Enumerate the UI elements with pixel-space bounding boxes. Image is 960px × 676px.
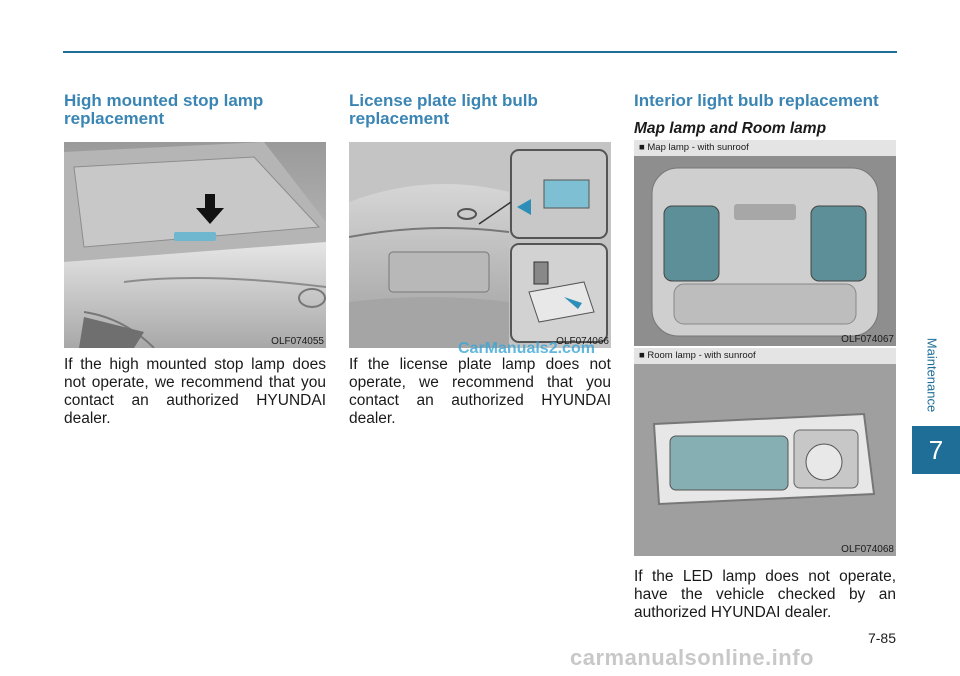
page-number: 7-85 [867,630,896,646]
watermark-footer: carmanualsonline.info [570,645,814,670]
watermark-center: CarManuals2.com [458,340,595,357]
top-rule [63,51,897,53]
figure-code: OLF074055 [271,336,324,347]
figure-license-plate-light: OLF074066 [349,142,611,348]
figure-high-mounted-stop-lamp: OLF074055 [64,142,326,348]
section-title: Interior light bulb replacement [634,91,879,110]
figure-code: OLF074068 [841,544,894,555]
figure-room-lamp: OLF074068 [634,364,896,556]
section-title: High mounted stop lamp replacement [64,91,264,128]
chapter-side-label: Maintenance [924,337,940,413]
figure-map-lamp: OLF074067 [634,156,896,346]
car-rear-license-lamp-illustration [349,142,611,348]
section-title: License plate light bulb replacement [349,91,538,128]
figure-caption: ■ Map lamp - with sunroof [634,140,896,156]
section-license-plate-light: License plate light bulb replacement OLF… [349,91,611,427]
figure-code: OLF074067 [841,334,894,345]
section-interior-light: Interior light bulb replacement Map lamp… [634,91,896,621]
chapter-number-tab: 7 [912,426,960,474]
body-text: If the license plate lamp does not opera… [349,356,611,427]
car-rear-window-illustration [64,142,326,348]
body-text: If the high mounted stop lamp does not o… [64,356,326,427]
map-lamp-illustration [634,156,896,346]
figure-code: OLF074066 [556,336,609,347]
figure-caption: ■ Room lamp - with sunroof [634,348,896,364]
sub-title: Map lamp and Room lamp [634,120,827,137]
room-lamp-illustration [634,364,896,556]
body-text: If the LED lamp does not operate, have t… [634,568,896,621]
section-high-mounted-stop-lamp: High mounted stop lamp replacement OLF07… [64,91,326,427]
